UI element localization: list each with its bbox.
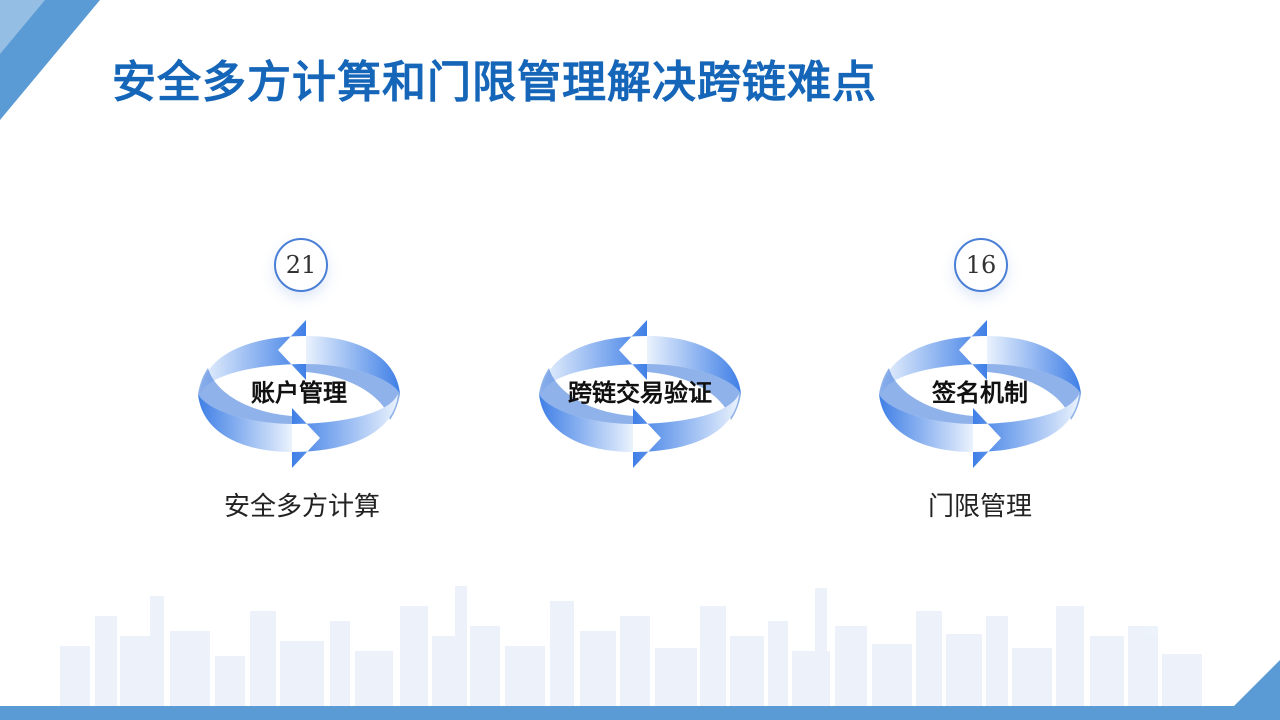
cycle-diagram-signature-mechanism: 签名机制: [875, 314, 1085, 474]
cycle-label: 跨链交易验证: [568, 378, 712, 407]
item-number-badge: 21: [274, 238, 328, 292]
cycle-label: 签名机制: [932, 378, 1028, 407]
page-title: 安全多方计算和门限管理解决跨链难点: [112, 57, 877, 108]
cycle-label: 账户管理: [251, 378, 347, 407]
cycle-diagram-account-management: 账户管理: [194, 314, 404, 474]
cycle-diagram-cross-chain-verification: 跨链交易验证: [535, 314, 745, 474]
corner-decoration-top-left: [0, 0, 100, 120]
item-caption: 安全多方计算: [223, 492, 380, 522]
city-skyline-background: [60, 586, 1202, 706]
item-caption: 门限管理: [927, 492, 1032, 522]
corner-decoration-bottom-right: [1220, 660, 1280, 720]
bottom-accent-bar: [0, 706, 1280, 720]
item-number-badge: 16: [954, 238, 1008, 292]
